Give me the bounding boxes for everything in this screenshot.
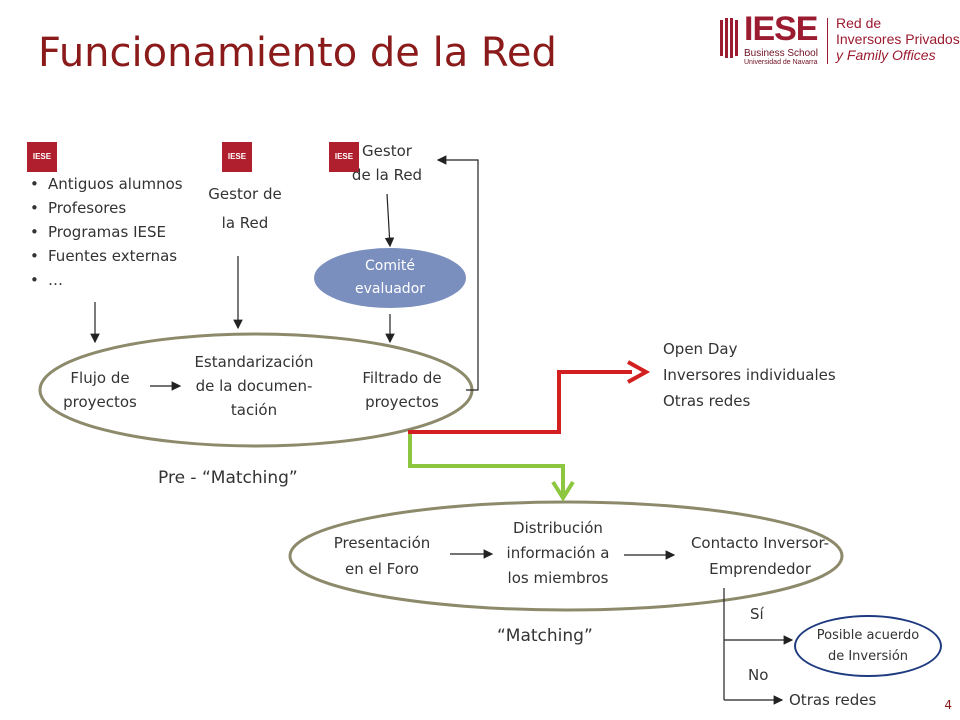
network-name-line2: Inversores Privados <box>836 31 960 47</box>
pre-matching-label: Pre - “Matching” <box>158 468 298 488</box>
other-networks-outcome: Otras redes <box>789 691 877 709</box>
network-name-line1: Red de <box>836 15 882 31</box>
iese-shield-icon <box>718 16 740 62</box>
step-filtering: Filtrado de proyectos <box>362 369 442 411</box>
iese-logo-icon: IESE <box>329 142 359 172</box>
page-number: 4 <box>944 698 952 712</box>
red-path <box>408 370 632 434</box>
feedback-arrow <box>436 155 479 391</box>
source-item: Programas IESE <box>30 220 183 244</box>
decision-yes-label: Sí <box>750 605 764 623</box>
project-sources-list: Antiguos alumnos Profesores Programas IE… <box>30 172 183 292</box>
network-name-line3: y Family Offices <box>836 47 936 63</box>
matching-ellipse <box>288 500 844 612</box>
iese-logo-icon: IESE <box>222 142 252 172</box>
step-investor-contact: Contacto Inversor- Emprendedor <box>690 534 830 578</box>
arrow <box>384 193 395 248</box>
source-item: Antiguos alumnos <box>30 172 183 196</box>
step-forum-presentation: Presentación en el Foro <box>333 534 431 578</box>
green-path <box>408 434 565 494</box>
source-item: Fuentes externas <box>30 244 183 268</box>
step-info-distribution: Distribución información a los miembros <box>506 519 610 587</box>
evaluation-committee: Comité evaluador <box>314 248 466 308</box>
page-title: Funcionamiento de la Red <box>38 30 557 76</box>
iese-logo: IESE <box>744 10 818 48</box>
brand-divider <box>827 18 828 64</box>
red-path-arrowhead <box>627 360 651 384</box>
possible-agreement: Posible acuerdo de Inversión <box>794 615 942 677</box>
step-documentation: Estandarización de la documen- tación <box>194 353 314 419</box>
source-item: … <box>30 268 183 292</box>
source-item: Profesores <box>30 196 183 220</box>
green-path-arrowhead <box>551 480 575 502</box>
step-project-flow: Flujo de proyectos <box>63 369 137 411</box>
outlets-list: Open Day Inversores individuales Otras r… <box>663 340 836 410</box>
decision-no-label: No <box>748 666 769 684</box>
network-manager-label: Gestor de la Red <box>208 185 282 232</box>
iese-logo-icon: IESE <box>27 142 57 172</box>
network-manager-label: Gestor de la Red <box>351 142 423 184</box>
university-label: Universidad de Navarra <box>744 59 818 66</box>
matching-label: “Matching” <box>497 626 593 646</box>
business-school-label: Business School <box>744 48 818 59</box>
